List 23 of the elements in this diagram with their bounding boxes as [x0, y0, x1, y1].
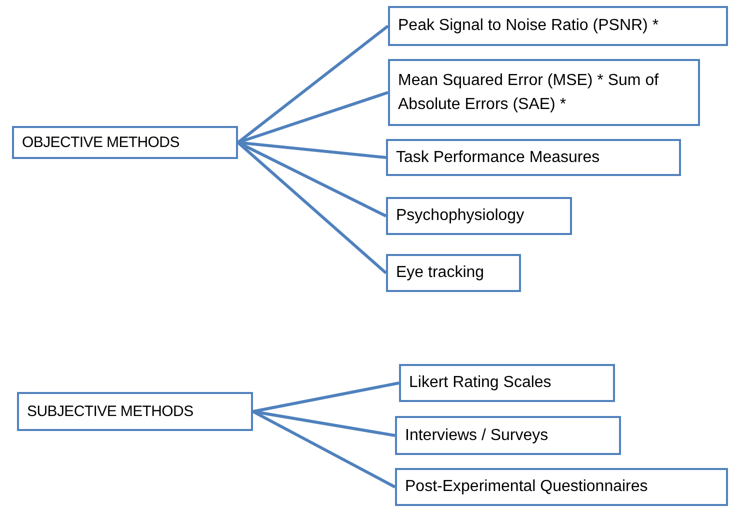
text-box [386, 139, 681, 176]
box-label: Post-Experimental Questionnaires [405, 477, 648, 498]
connector-line [252, 410, 396, 488]
box-label: Peak Signal to Noise Ratio (PSNR) * [398, 16, 659, 36]
box-label: OBJECTIVE METHODS [22, 132, 180, 153]
text-box [395, 416, 621, 455]
box-label: Eye tracking [396, 263, 484, 284]
box-label: Likert Rating Scales [409, 373, 552, 394]
connector-line [252, 382, 400, 413]
text-box [386, 254, 521, 292]
text-box [388, 6, 728, 46]
text-box [399, 364, 615, 402]
text-box [388, 59, 700, 126]
text-box [12, 126, 238, 159]
box-label: Psychophysiology [396, 206, 524, 226]
text-box [395, 468, 728, 506]
text-box [17, 392, 253, 431]
connector-line [237, 24, 389, 144]
box-label: Interviews / Surveys [405, 426, 548, 446]
box-label: Task Performance Measures [396, 148, 600, 168]
box-label: SUBJECTIVE METHODS [27, 402, 194, 422]
text-box [386, 197, 572, 235]
box-label: Mean Squared Error (MSE) * Sum of Absolute Errors (SAE) * [398, 71, 660, 114]
